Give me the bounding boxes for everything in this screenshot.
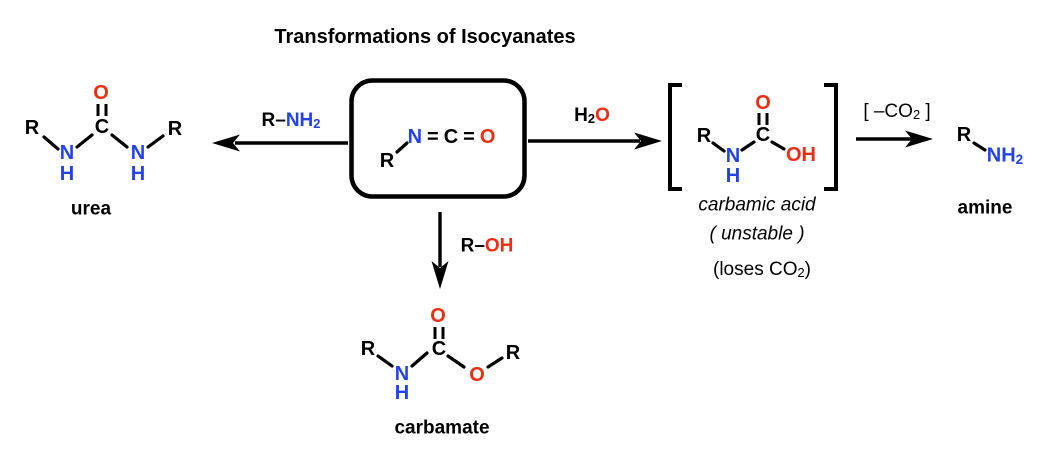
carbamate-bond-c-o xyxy=(446,354,466,369)
isocyanate-box xyxy=(349,78,527,199)
arrow-to-carbamate-head xyxy=(431,261,449,289)
urea-bond-r1-n1 xyxy=(42,135,60,151)
carbamic-atom-c: C xyxy=(755,124,771,146)
urea-atom-h2: H xyxy=(130,163,146,185)
amine-nh: NH xyxy=(986,144,1016,167)
urea-atom-h1: H xyxy=(59,163,75,185)
alcohol-reagent-label: R–OH xyxy=(461,237,514,256)
urea-atom-r1: R xyxy=(24,117,40,139)
carbamate-atom-o-ester: O xyxy=(469,364,485,386)
carbamic-note-unstable: ( unstable ) xyxy=(709,223,805,245)
amine-atom-nh2: NH2 xyxy=(987,145,1023,166)
isocyanate-doublebond-2-glyph: = xyxy=(463,126,480,148)
carbamic-atom-h: H xyxy=(725,165,741,187)
isocyanate-doublebond-1-glyph: = xyxy=(427,126,444,148)
isocyanate-atom-r: R xyxy=(379,150,395,172)
urea-bond-c-n2 xyxy=(110,133,129,149)
carbamate-atom-r2: R xyxy=(505,342,521,364)
urea-atom-n1: N xyxy=(59,142,75,164)
urea-bond-n2-r2 xyxy=(146,134,165,149)
isocyanate-chain: N=C=O xyxy=(408,127,501,147)
amine-atom-r: R xyxy=(956,124,972,146)
water-sub: 2 xyxy=(587,111,596,127)
arrow-to-carbamic-head xyxy=(634,132,662,150)
carbamate-bond-r1-n xyxy=(376,354,394,368)
isocyanate-atom-n: N xyxy=(407,126,428,148)
isocyanate-atom-c: C xyxy=(443,126,464,148)
urea-atom-c: C xyxy=(94,116,110,138)
bracket-right xyxy=(824,83,838,191)
carbamate-atom-n: N xyxy=(394,363,410,385)
arrow-to-amine-head xyxy=(905,130,933,148)
water-o: O xyxy=(595,104,610,126)
amine-reagent-label: R–NH2 xyxy=(262,111,321,131)
carbamic-atom-o: O xyxy=(755,92,771,114)
carbamic-atom-r: R xyxy=(696,125,712,147)
urea-atom-o: O xyxy=(93,82,109,104)
co2-open: [ –CO xyxy=(863,100,913,122)
loses-sub: 2 xyxy=(797,265,805,281)
carbamic-atom-n: N xyxy=(725,145,741,167)
loses-close: ) xyxy=(804,258,811,280)
water-h: H xyxy=(574,104,588,126)
amine-reagent-sub: 2 xyxy=(313,116,321,132)
carbamate-atom-h: H xyxy=(394,382,410,404)
carbamic-bond-r-n xyxy=(711,141,726,153)
carbamic-caption: carbamic acid xyxy=(698,194,816,216)
carbamate-atom-r1: R xyxy=(360,338,376,360)
carbamate-atom-o-top: O xyxy=(430,305,446,327)
isocyanate-bond-r-n xyxy=(395,141,409,154)
carbamic-bond-c-oh xyxy=(770,140,786,151)
urea-atom-n2: N xyxy=(130,142,146,164)
urea-atom-r2: R xyxy=(167,118,183,140)
scheme-title: Transformations of Isocyanates xyxy=(274,26,576,48)
carbamate-bond-n-c xyxy=(410,351,429,368)
bracket-left xyxy=(668,83,682,191)
isocyanate-atom-o: O xyxy=(479,126,501,148)
alcohol-r: R– xyxy=(460,235,485,257)
co2-sub: 2 xyxy=(912,107,921,123)
amine-reagent-nh: NH xyxy=(285,109,314,131)
amine-reagent-r: R– xyxy=(261,109,286,131)
alcohol-oh: OH xyxy=(484,235,514,257)
carbamic-bond-n-c xyxy=(740,140,756,152)
carbamate-atom-c: C xyxy=(431,338,447,360)
carbamic-atom-oh: OH xyxy=(786,144,816,166)
loses-open: (loses CO xyxy=(713,258,798,280)
urea-caption: urea xyxy=(70,198,112,220)
arrow-to-urea-head xyxy=(212,134,240,152)
carbamic-note-loses-co2: (loses CO2) xyxy=(713,260,811,280)
amine-bond-r-nh2 xyxy=(972,141,987,152)
carbamate-bond-o-r2 xyxy=(486,356,504,369)
carbamate-caption: carbamate xyxy=(394,417,490,439)
amine-sub: 2 xyxy=(1015,151,1024,167)
amine-caption: amine xyxy=(957,197,1013,219)
urea-bond-n1-c xyxy=(75,133,94,149)
water-reagent-label: H2O xyxy=(574,106,610,126)
co2-close: ] xyxy=(920,100,931,122)
co2-loss-label: [ –CO2 ] xyxy=(863,102,930,122)
